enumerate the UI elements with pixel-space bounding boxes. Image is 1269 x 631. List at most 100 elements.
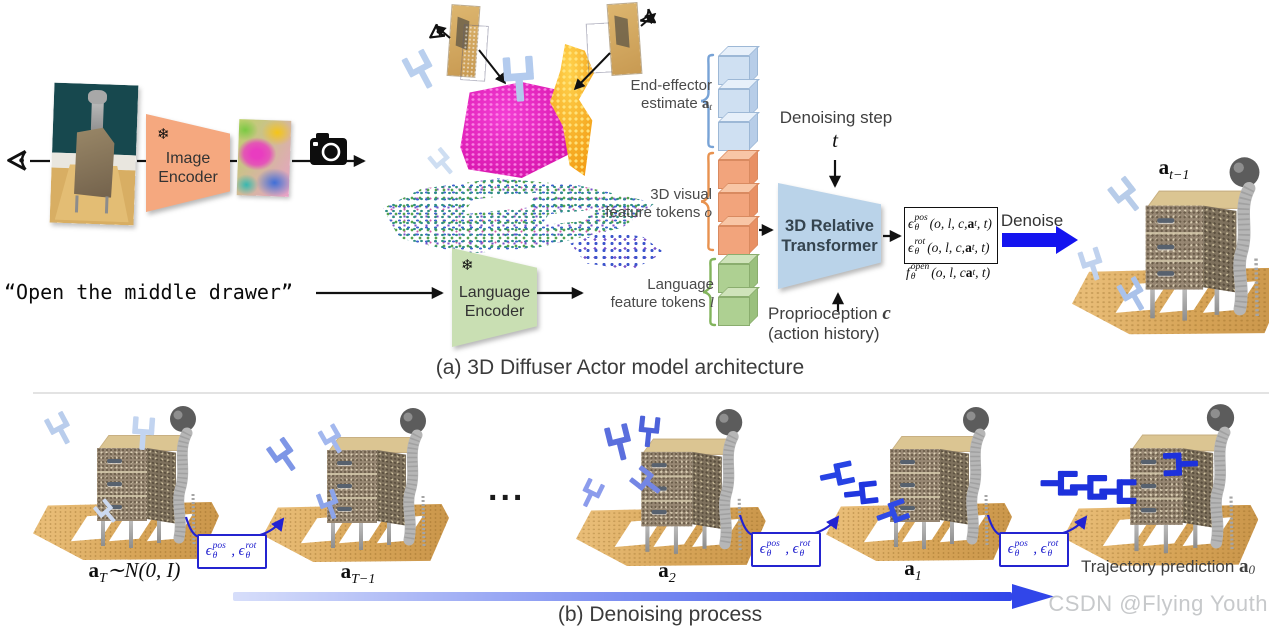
cabinet-leg — [331, 521, 335, 548]
gripper-icon — [401, 48, 441, 94]
scene-step-aT-1 — [263, 406, 453, 566]
visual-token-cube — [718, 216, 760, 255]
cabinet-front — [890, 449, 940, 522]
language-encoder-label-1: Language — [458, 283, 531, 301]
photo-robot-head — [88, 89, 108, 105]
denoise-label: Denoise — [1000, 211, 1064, 230]
denoising-step-var: t — [832, 128, 838, 152]
cabinet-front — [641, 451, 693, 527]
eye-icon — [639, 8, 661, 30]
snowflake-icon: ❄ — [157, 126, 170, 143]
step-label-aT-1: aT−1 — [340, 559, 376, 588]
cabinet-leg — [1150, 287, 1155, 319]
denoising-step-label: Denoising step — [779, 108, 893, 127]
gripper-icon — [43, 410, 78, 449]
drawer-handle — [651, 463, 667, 468]
drawer-handle — [1157, 271, 1175, 276]
photo-drawer-box — [72, 127, 115, 198]
drawer-handle — [1140, 459, 1157, 464]
step-label-a1: a1 — [904, 556, 922, 585]
ellipsis: ... — [488, 470, 526, 508]
cabinet-side — [1203, 205, 1237, 293]
scene-step-aT — [33, 404, 223, 564]
trajectory-prediction-label: Trajectory prediction a0 — [1080, 556, 1256, 577]
step-label-a2: a2 — [658, 558, 676, 587]
caption-a: (a) 3D Diffuser Actor model architecture — [435, 356, 805, 379]
gripper-icon — [603, 422, 636, 463]
drawer-handle — [337, 461, 352, 465]
drawer-handle — [1157, 244, 1175, 250]
transformer-label-1: 3D Relative — [785, 217, 874, 235]
cabinet-leg — [673, 526, 678, 554]
drawer-handle — [1157, 218, 1175, 223]
language-instruction: “Open the middle drawer” — [4, 280, 293, 304]
image-encoder: ❄ Image Encoder — [146, 114, 230, 212]
gripper-icon — [842, 480, 879, 507]
transformer-label-2: Transformer — [781, 237, 878, 255]
drawer-handle — [1140, 483, 1157, 489]
cabinet-leg — [359, 523, 363, 550]
drawer-handle — [107, 505, 122, 509]
language-encoder-label-2: Encoder — [464, 302, 525, 320]
cabinet-leg — [702, 521, 707, 549]
drawer-handle — [651, 486, 667, 491]
drawer-handle — [900, 460, 915, 464]
cabinet-leg — [1193, 519, 1198, 548]
cabinet-side — [377, 450, 406, 526]
cabinet-leg — [1182, 289, 1187, 321]
image-encoder-label-2: Encoder — [158, 169, 218, 186]
drawer-handle — [107, 459, 122, 463]
gripper-icon — [427, 146, 459, 179]
input-camera-image — [49, 82, 139, 226]
eye-icon — [7, 149, 27, 171]
cabinet-side — [1182, 448, 1214, 528]
language-encoder: ❄ Language Encoder — [452, 248, 537, 347]
snowflake-icon: ❄ — [461, 257, 474, 274]
watermark: CSDN @Flying Youth — [1048, 591, 1268, 616]
cabinet-leg — [1163, 524, 1168, 554]
cabinet-leg — [101, 519, 105, 546]
feature-map-image — [236, 119, 292, 197]
result-label-at-1: at−1 — [1158, 155, 1190, 184]
caption-b: (b) Denoising process — [557, 603, 763, 626]
drawer-handle — [337, 507, 352, 511]
gripper-icon — [1069, 475, 1108, 500]
eye-icon — [425, 23, 446, 45]
drawer-handle — [900, 483, 915, 487]
cabinet-leg — [1214, 283, 1220, 315]
end-effector-label: End-effector estimate at — [630, 77, 712, 113]
step-label-aT: aT∼N(0, I) — [88, 558, 181, 587]
gripper-icon — [576, 477, 606, 511]
cabinet-leg — [129, 521, 133, 548]
proprioception-label: Proprioception c (action history) — [768, 303, 891, 344]
cabinet-leg — [645, 524, 650, 552]
gripper-icon — [265, 436, 303, 477]
camera-view-feature-left — [461, 25, 488, 81]
relative-transformer: 3D Relative Transformer — [778, 183, 881, 289]
cabinet-front — [327, 450, 377, 523]
drawer-handle — [651, 510, 667, 515]
cabinet-side — [940, 449, 969, 525]
cabinet-leg — [157, 516, 161, 543]
cabinet-side — [147, 448, 176, 524]
language-token-cube — [718, 287, 760, 326]
drawer-handle — [1140, 508, 1157, 513]
drawer-handle — [107, 482, 122, 486]
cabinet-front — [1130, 448, 1183, 525]
gripper-icon — [1040, 470, 1078, 496]
image-encoder-label-1: Image — [165, 150, 211, 167]
language-tokens-label: Language feature tokens l — [610, 276, 714, 311]
cabinet-leg — [922, 522, 926, 549]
end-effector-token-cube — [718, 112, 760, 151]
camera-icon — [310, 133, 347, 165]
scene-step-a2 — [576, 407, 770, 570]
cabinet-leg — [894, 520, 898, 547]
cabinet-leg — [1134, 522, 1139, 552]
drawer-handle — [900, 506, 915, 510]
